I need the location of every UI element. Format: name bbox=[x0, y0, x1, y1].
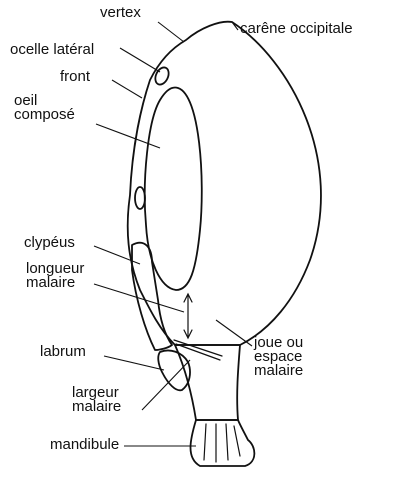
label-longueur-malaire: longueur malaire bbox=[26, 262, 84, 290]
label-ocelle-lateral: ocelle latéral bbox=[10, 43, 94, 57]
label-vertex: vertex bbox=[100, 6, 141, 20]
antenna-socket bbox=[135, 187, 145, 209]
label-carene-occipitale: carêne occipitale bbox=[240, 22, 353, 36]
leader-joue-malaire bbox=[216, 320, 252, 346]
leader-labrum bbox=[104, 356, 164, 370]
label-oeil-compose: oeil composé bbox=[14, 94, 75, 122]
malar-space-outline bbox=[175, 345, 240, 420]
leader-largeur-malaire bbox=[142, 360, 190, 410]
label-largeur-malaire: largeur malaire bbox=[72, 386, 121, 414]
compound-eye-outline bbox=[145, 88, 202, 291]
label-mandibule: mandibule bbox=[50, 438, 119, 452]
label-joue-malaire: joue ou espace malaire bbox=[254, 336, 303, 378]
mandible-outline bbox=[191, 420, 255, 466]
label-labrum: labrum bbox=[40, 345, 86, 359]
label-clypeus: clypéus bbox=[24, 236, 75, 250]
mandible-ridges bbox=[204, 424, 240, 462]
leader-vertex bbox=[158, 22, 184, 42]
leader-ocelle-lateral bbox=[120, 48, 160, 72]
leader-front bbox=[112, 80, 142, 98]
clypeus-outline bbox=[132, 243, 172, 350]
leader-clypeus bbox=[94, 246, 140, 264]
label-front: front bbox=[60, 70, 90, 84]
malar-width-bar bbox=[174, 340, 222, 360]
